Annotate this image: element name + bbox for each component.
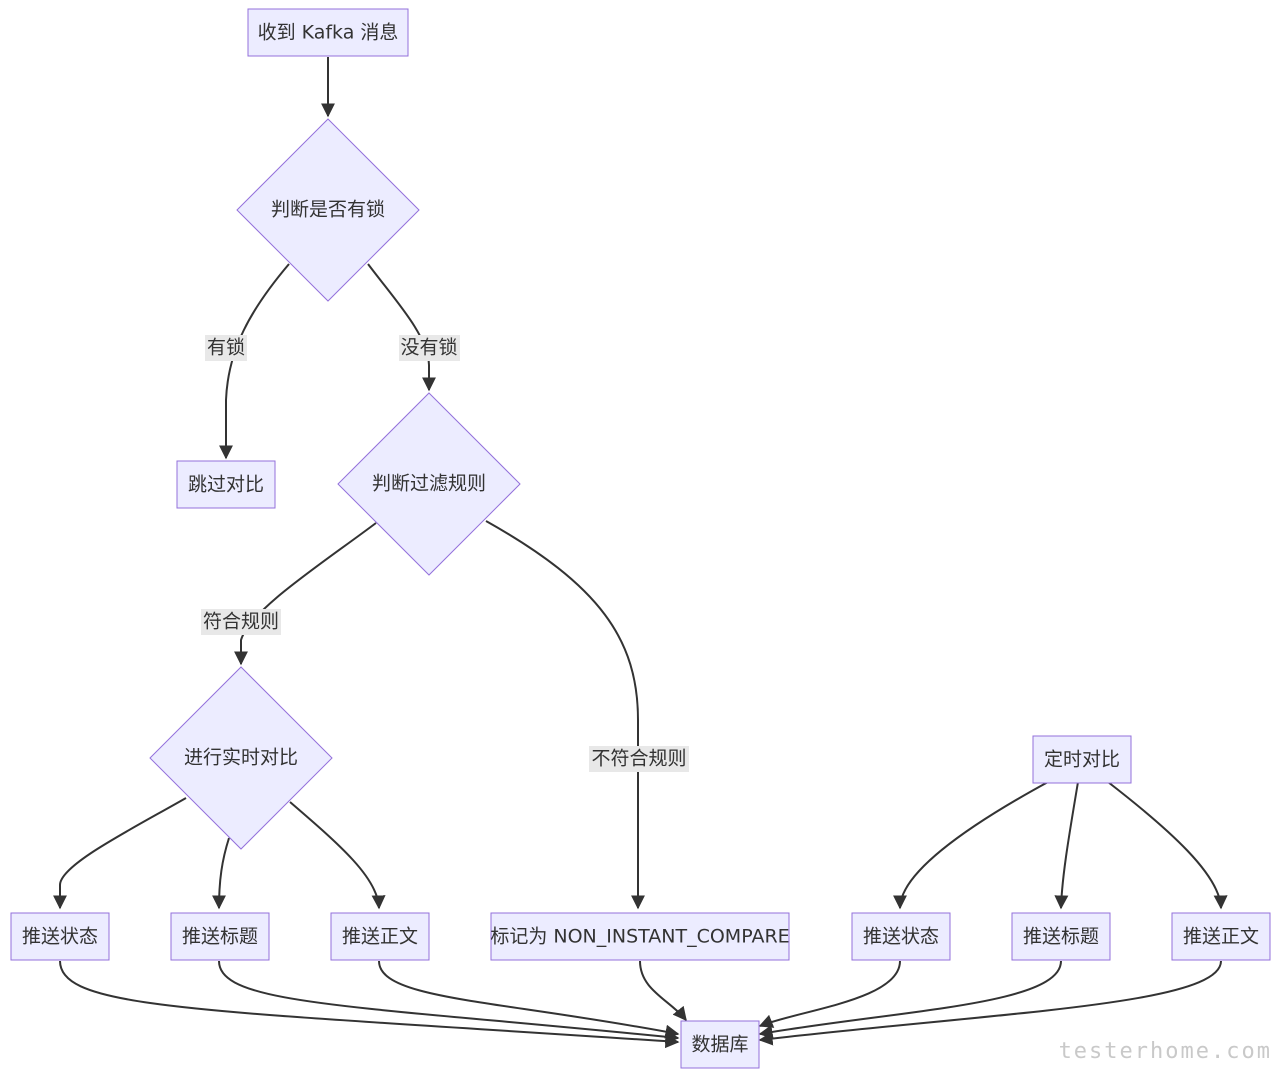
edge-title-a-to-db — [218, 960, 680, 1044]
node-push-body-a: 推送正文 — [330, 912, 430, 961]
edge-title-b-to-db — [758, 960, 1062, 1039]
node-push-body-b: 推送正文 — [1171, 912, 1271, 961]
edge-realtime-to-title-a — [212, 837, 230, 910]
edge-labels: 有锁 没有锁 符合规则 不符合规则 — [201, 335, 689, 772]
node-check-filter-rule: 判断过滤规则 — [337, 392, 521, 576]
edge-timed-to-title-b — [1054, 781, 1079, 910]
edge-filter-to-realtime — [234, 522, 377, 666]
node-push-status-b: 推送状态 — [851, 912, 951, 961]
watermark-text: testerhome.com — [1059, 1039, 1272, 1064]
node-mark-non-instant: 标记为 NON_INSTANT_COMPARE — [490, 912, 790, 961]
edges — [53, 57, 1228, 1049]
svg-text:定时对比: 定时对比 — [1044, 749, 1120, 771]
svg-text:进行实时对比: 进行实时对比 — [184, 747, 298, 769]
svg-text:符合规则: 符合规则 — [203, 611, 279, 633]
edge-body-b-to-db — [758, 960, 1222, 1046]
svg-text:推送状态: 推送状态 — [22, 926, 98, 948]
svg-text:收到 Kafka 消息: 收到 Kafka 消息 — [258, 22, 399, 44]
edge-lock-to-filter — [367, 263, 436, 392]
edge-status-b-to-db — [758, 960, 901, 1028]
svg-text:没有锁: 没有锁 — [400, 337, 457, 359]
edge-timed-to-body-b — [1107, 781, 1228, 910]
edge-body-a-to-db — [378, 960, 680, 1039]
edge-mark-to-db — [639, 960, 687, 1022]
node-kafka-message: 收到 Kafka 消息 — [247, 8, 409, 57]
nodes: 收到 Kafka 消息 判断是否有锁 跳过对比 判断过滤规则 进行实时对比 定时… — [10, 8, 1271, 1069]
edge-label-match-rule: 符合规则 — [201, 609, 281, 635]
svg-text:跳过对比: 跳过对比 — [188, 474, 264, 496]
svg-text:推送标题: 推送标题 — [182, 926, 258, 948]
edge-realtime-to-status-a — [53, 797, 187, 910]
edge-label-has-lock: 有锁 — [205, 335, 247, 361]
edge-label-no-lock: 没有锁 — [399, 335, 460, 361]
edge-timed-to-status-b — [893, 781, 1049, 910]
node-realtime-compare: 进行实时对比 — [149, 666, 333, 850]
svg-text:有锁: 有锁 — [207, 337, 245, 359]
edge-realtime-to-body-a — [289, 801, 386, 910]
node-database: 数据库 — [680, 1020, 760, 1069]
node-push-title-a: 推送标题 — [170, 912, 270, 961]
svg-text:数据库: 数据库 — [691, 1034, 748, 1056]
svg-text:不符合规则: 不符合规则 — [591, 748, 686, 770]
svg-text:推送正文: 推送正文 — [1183, 926, 1259, 948]
svg-text:判断是否有锁: 判断是否有锁 — [271, 199, 385, 221]
node-push-title-b: 推送标题 — [1011, 912, 1111, 961]
node-check-lock: 判断是否有锁 — [236, 118, 420, 302]
svg-text:推送标题: 推送标题 — [1023, 926, 1099, 948]
node-skip-compare: 跳过对比 — [176, 460, 276, 509]
edge-filter-to-mark — [485, 520, 645, 910]
svg-text:判断过滤规则: 判断过滤规则 — [372, 473, 486, 495]
svg-text:标记为 NON_INSTANT_COMPARE: 标记为 NON_INSTANT_COMPARE — [490, 926, 789, 948]
node-push-status-a: 推送状态 — [10, 912, 110, 961]
node-timed-compare: 定时对比 — [1032, 735, 1132, 784]
edge-status-a-to-db — [59, 960, 680, 1049]
svg-text:推送状态: 推送状态 — [863, 926, 939, 948]
svg-text:推送正文: 推送正文 — [342, 926, 418, 948]
edge-label-no-match-rule: 不符合规则 — [589, 746, 689, 772]
